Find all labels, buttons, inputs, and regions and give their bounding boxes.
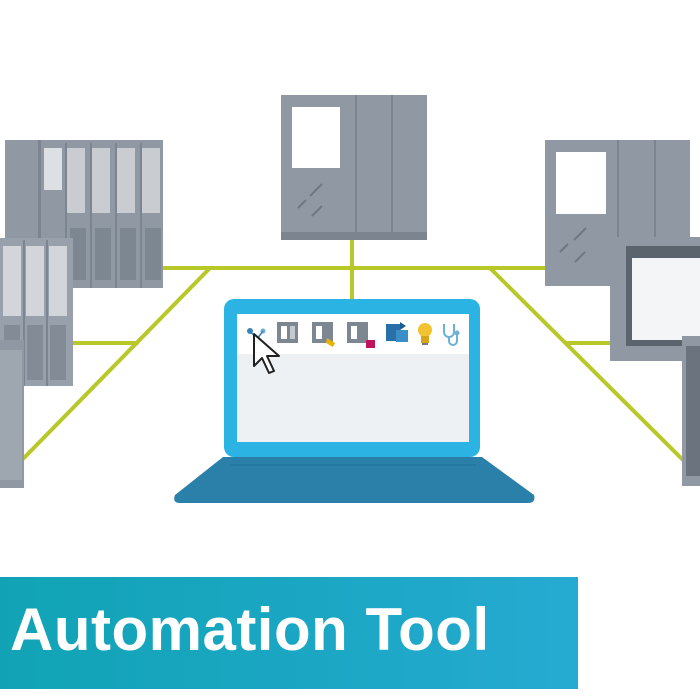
hardware-transfer-icon[interactable] xyxy=(386,322,408,342)
diagnostics-lightbulb-icon[interactable] xyxy=(418,323,432,345)
program-edit-icon[interactable] xyxy=(312,322,335,347)
network-line-right-diagonal xyxy=(488,266,687,464)
banner-title: Automation Tool xyxy=(10,596,490,663)
io-module-rack-left-lower xyxy=(0,238,73,488)
plc-controller-top xyxy=(281,95,427,240)
title-banner xyxy=(0,577,578,689)
mouse-cursor-icon xyxy=(253,333,280,374)
network-lines xyxy=(18,238,687,464)
stethoscope-icon[interactable] xyxy=(443,324,460,346)
io-module-rack-left xyxy=(5,140,163,288)
laptop-toolbar xyxy=(247,322,460,374)
laptop-base xyxy=(174,457,535,503)
hmi-panel-right xyxy=(610,237,700,486)
program-download-icon[interactable] xyxy=(347,322,375,348)
laptop xyxy=(174,299,535,503)
network-line-left-diagonal xyxy=(18,266,212,464)
device-view-icon[interactable] xyxy=(277,322,298,343)
